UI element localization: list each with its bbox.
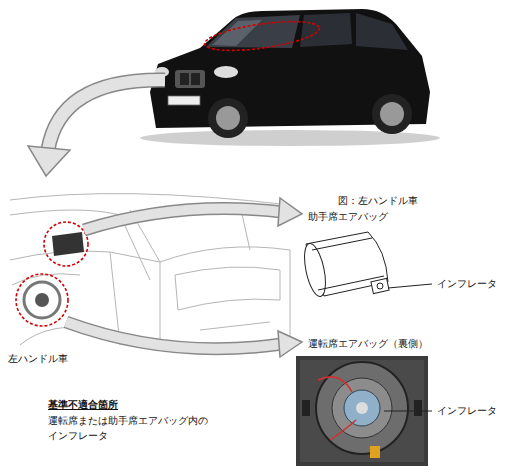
note-heading: 基準不適合箇所: [48, 398, 118, 413]
note-text: 運転席または助手席エアバッグ内の インフレータ: [48, 414, 214, 443]
passenger-airbag-sketch: [301, 232, 389, 298]
interior-sketch: [10, 194, 290, 345]
part-name: インフレータ: [437, 277, 497, 292]
figure-caption: 図：左ハンドル車: [338, 194, 418, 209]
big-arrow: [28, 80, 165, 176]
leader-line: [388, 284, 432, 288]
interior-details: [16, 222, 88, 326]
part-name: 助手席エアバッグ: [308, 210, 388, 225]
figure-note: 左ハンドル車: [8, 352, 68, 367]
part-name: インフレータ: [437, 404, 497, 419]
part-arrows: [66, 198, 302, 357]
leader-line: [384, 411, 432, 412]
car-photo: [140, 9, 440, 146]
part-name: 運転席エアバッグ（裏側）: [308, 337, 428, 352]
